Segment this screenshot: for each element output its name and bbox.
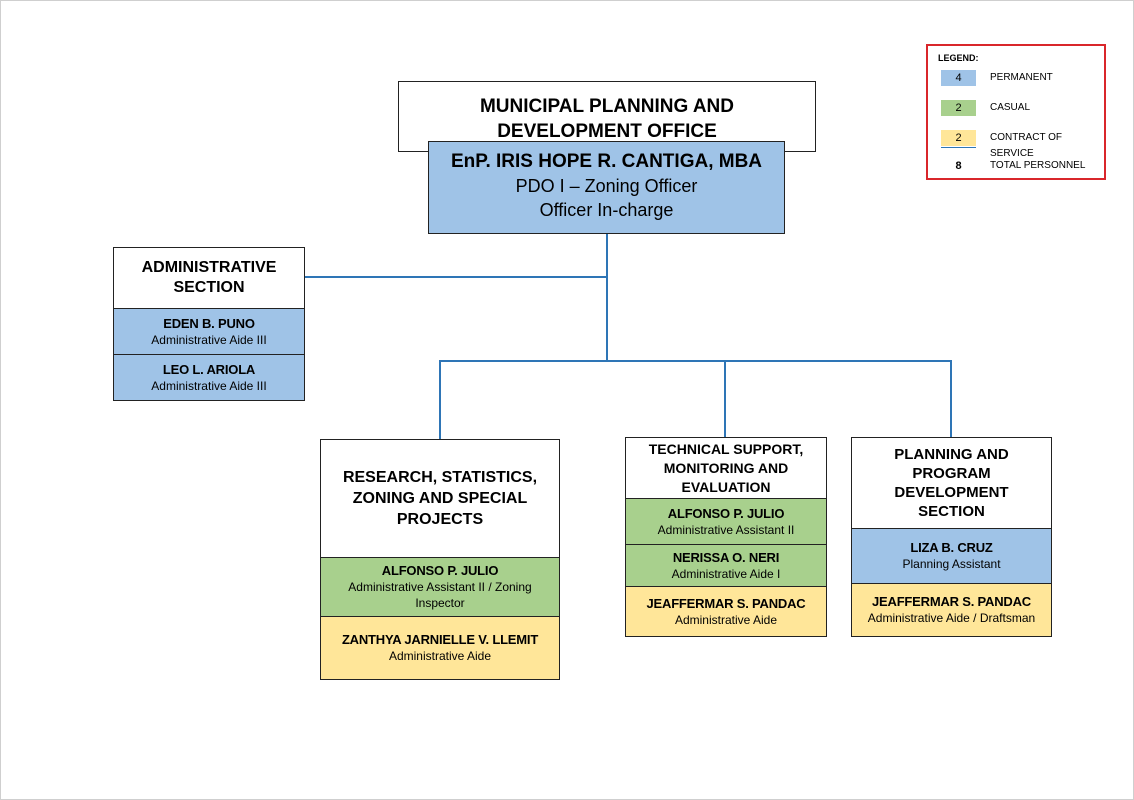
staff-name: NERISSA O. NERI (672, 549, 780, 565)
planning-title-line3: DEVELOPMENT (894, 484, 1009, 501)
planning-staff-2: JEAFFERMAR S. PANDAC Administrative Aide… (851, 583, 1052, 637)
staff-name: JEAFFERMAR S. PANDAC (872, 594, 1031, 609)
staff-position: Administrative Assistant II (657, 522, 795, 537)
connector-head-trunk (606, 233, 608, 361)
admin-staff-1: EDEN B. PUNO Administrative Aide III (113, 308, 305, 355)
connector-admin-branch (304, 276, 607, 278)
office-head-name: EnP. IRIS HOPE R. CANTIGA, MBA (450, 151, 763, 172)
technical-title-line2: MONITORING AND (663, 459, 789, 476)
technical-staff-1: ALFONSO P. JULIO Administrative Assistan… (625, 498, 827, 545)
legend-swatch-contract: 2 (941, 130, 976, 146)
legend-total-count: 8 (955, 160, 962, 172)
research-title-line3: PROJECTS (396, 511, 484, 528)
staff-position: Administrative Aide I (671, 566, 781, 581)
research-section-header: RESEARCH, STATISTICS, ZONING AND SPECIAL… (320, 439, 560, 558)
staff-position: Administrative Aide III (151, 378, 267, 393)
legend: LEGEND: 4 PERMANENT 2 CASUAL 2 CONTRACT … (926, 44, 1106, 180)
legend-swatch-permanent: 4 (941, 70, 976, 86)
staff-position: Planning Assistant (902, 557, 1001, 571)
technical-section-header: TECHNICAL SUPPORT, MONITORING AND EVALUA… (625, 437, 827, 499)
staff-name: LEO L. ARIOLA (162, 361, 256, 377)
staff-position-line1: Administrative Assistant II / Zoning (348, 580, 532, 594)
staff-name: ALFONSO P. JULIO (667, 505, 785, 521)
technical-title-line1: TECHNICAL SUPPORT, (648, 440, 804, 457)
staff-name: JEAFFERMAR S. PANDAC (646, 595, 806, 611)
admin-title-line1: ADMINISTRATIVE (141, 259, 277, 276)
connector-planning-drop (950, 360, 952, 438)
legend-label-contract: CONTRACT OF SERVICE (990, 132, 1063, 159)
staff-position: Administrative Aide (388, 649, 492, 663)
planning-title-line4: SECTION (918, 503, 985, 520)
office-title-line1: MUNICIPAL PLANNING AND (479, 96, 735, 117)
staff-position: Administrative Aide (674, 612, 778, 627)
research-title-line2: ZONING AND SPECIAL (352, 490, 528, 507)
planning-title-line1: PLANNING AND (894, 446, 1009, 463)
research-staff-2: ZANTHYA JARNIELLE V. LLEMIT Administrati… (320, 616, 560, 680)
technical-staff-3: JEAFFERMAR S. PANDAC Administrative Aide (625, 586, 827, 637)
staff-position: Administrative Aide / Draftsman (867, 611, 1036, 625)
planning-section-header: PLANNING AND PROGRAM DEVELOPMENT SECTION (851, 437, 1052, 529)
staff-name: ALFONSO P. JULIO (381, 563, 499, 578)
staff-name: LIZA B. CRUZ (910, 540, 993, 555)
admin-title-line2: SECTION (173, 279, 245, 296)
legend-swatch-casual: 2 (941, 100, 976, 116)
research-title-line1: RESEARCH, STATISTICS, (342, 469, 538, 486)
legend-label-permanent: PERMANENT (990, 72, 1053, 83)
planning-title-line2: PROGRAM (912, 465, 991, 482)
legend-title: LEGEND: (938, 53, 979, 63)
admin-section-header: ADMINISTRATIVE SECTION (113, 247, 305, 309)
legend-total-rule (941, 147, 976, 148)
office-head-position: PDO I – Zoning Officer (515, 176, 698, 196)
legend-label-casual: CASUAL (990, 102, 1031, 113)
staff-position: Administrative Aide III (151, 332, 267, 347)
planning-staff-1: LIZA B. CRUZ Planning Assistant (851, 528, 1052, 584)
research-staff-1: ALFONSO P. JULIO Administrative Assistan… (320, 557, 560, 617)
office-head-role: Officer In-charge (539, 200, 674, 220)
technical-staff-2: NERISSA O. NERI Administrative Aide I (625, 544, 827, 587)
legend-total-label: TOTAL PERSONNEL (990, 160, 1086, 171)
technical-title-line3: EVALUATION (681, 478, 771, 495)
staff-position-line2: Inspector (415, 596, 465, 610)
connector-technical-drop (724, 360, 726, 438)
staff-name: ZANTHYA JARNIELLE V. LLEMIT (341, 632, 539, 647)
connector-research-drop (439, 360, 441, 440)
office-title-line2: DEVELOPMENT OFFICE (497, 121, 717, 142)
connector-sections-bus (440, 360, 952, 362)
office-head-box: EnP. IRIS HOPE R. CANTIGA, MBA PDO I – Z… (428, 141, 785, 234)
staff-name: EDEN B. PUNO (163, 315, 255, 331)
admin-staff-2: LEO L. ARIOLA Administrative Aide III (113, 354, 305, 401)
